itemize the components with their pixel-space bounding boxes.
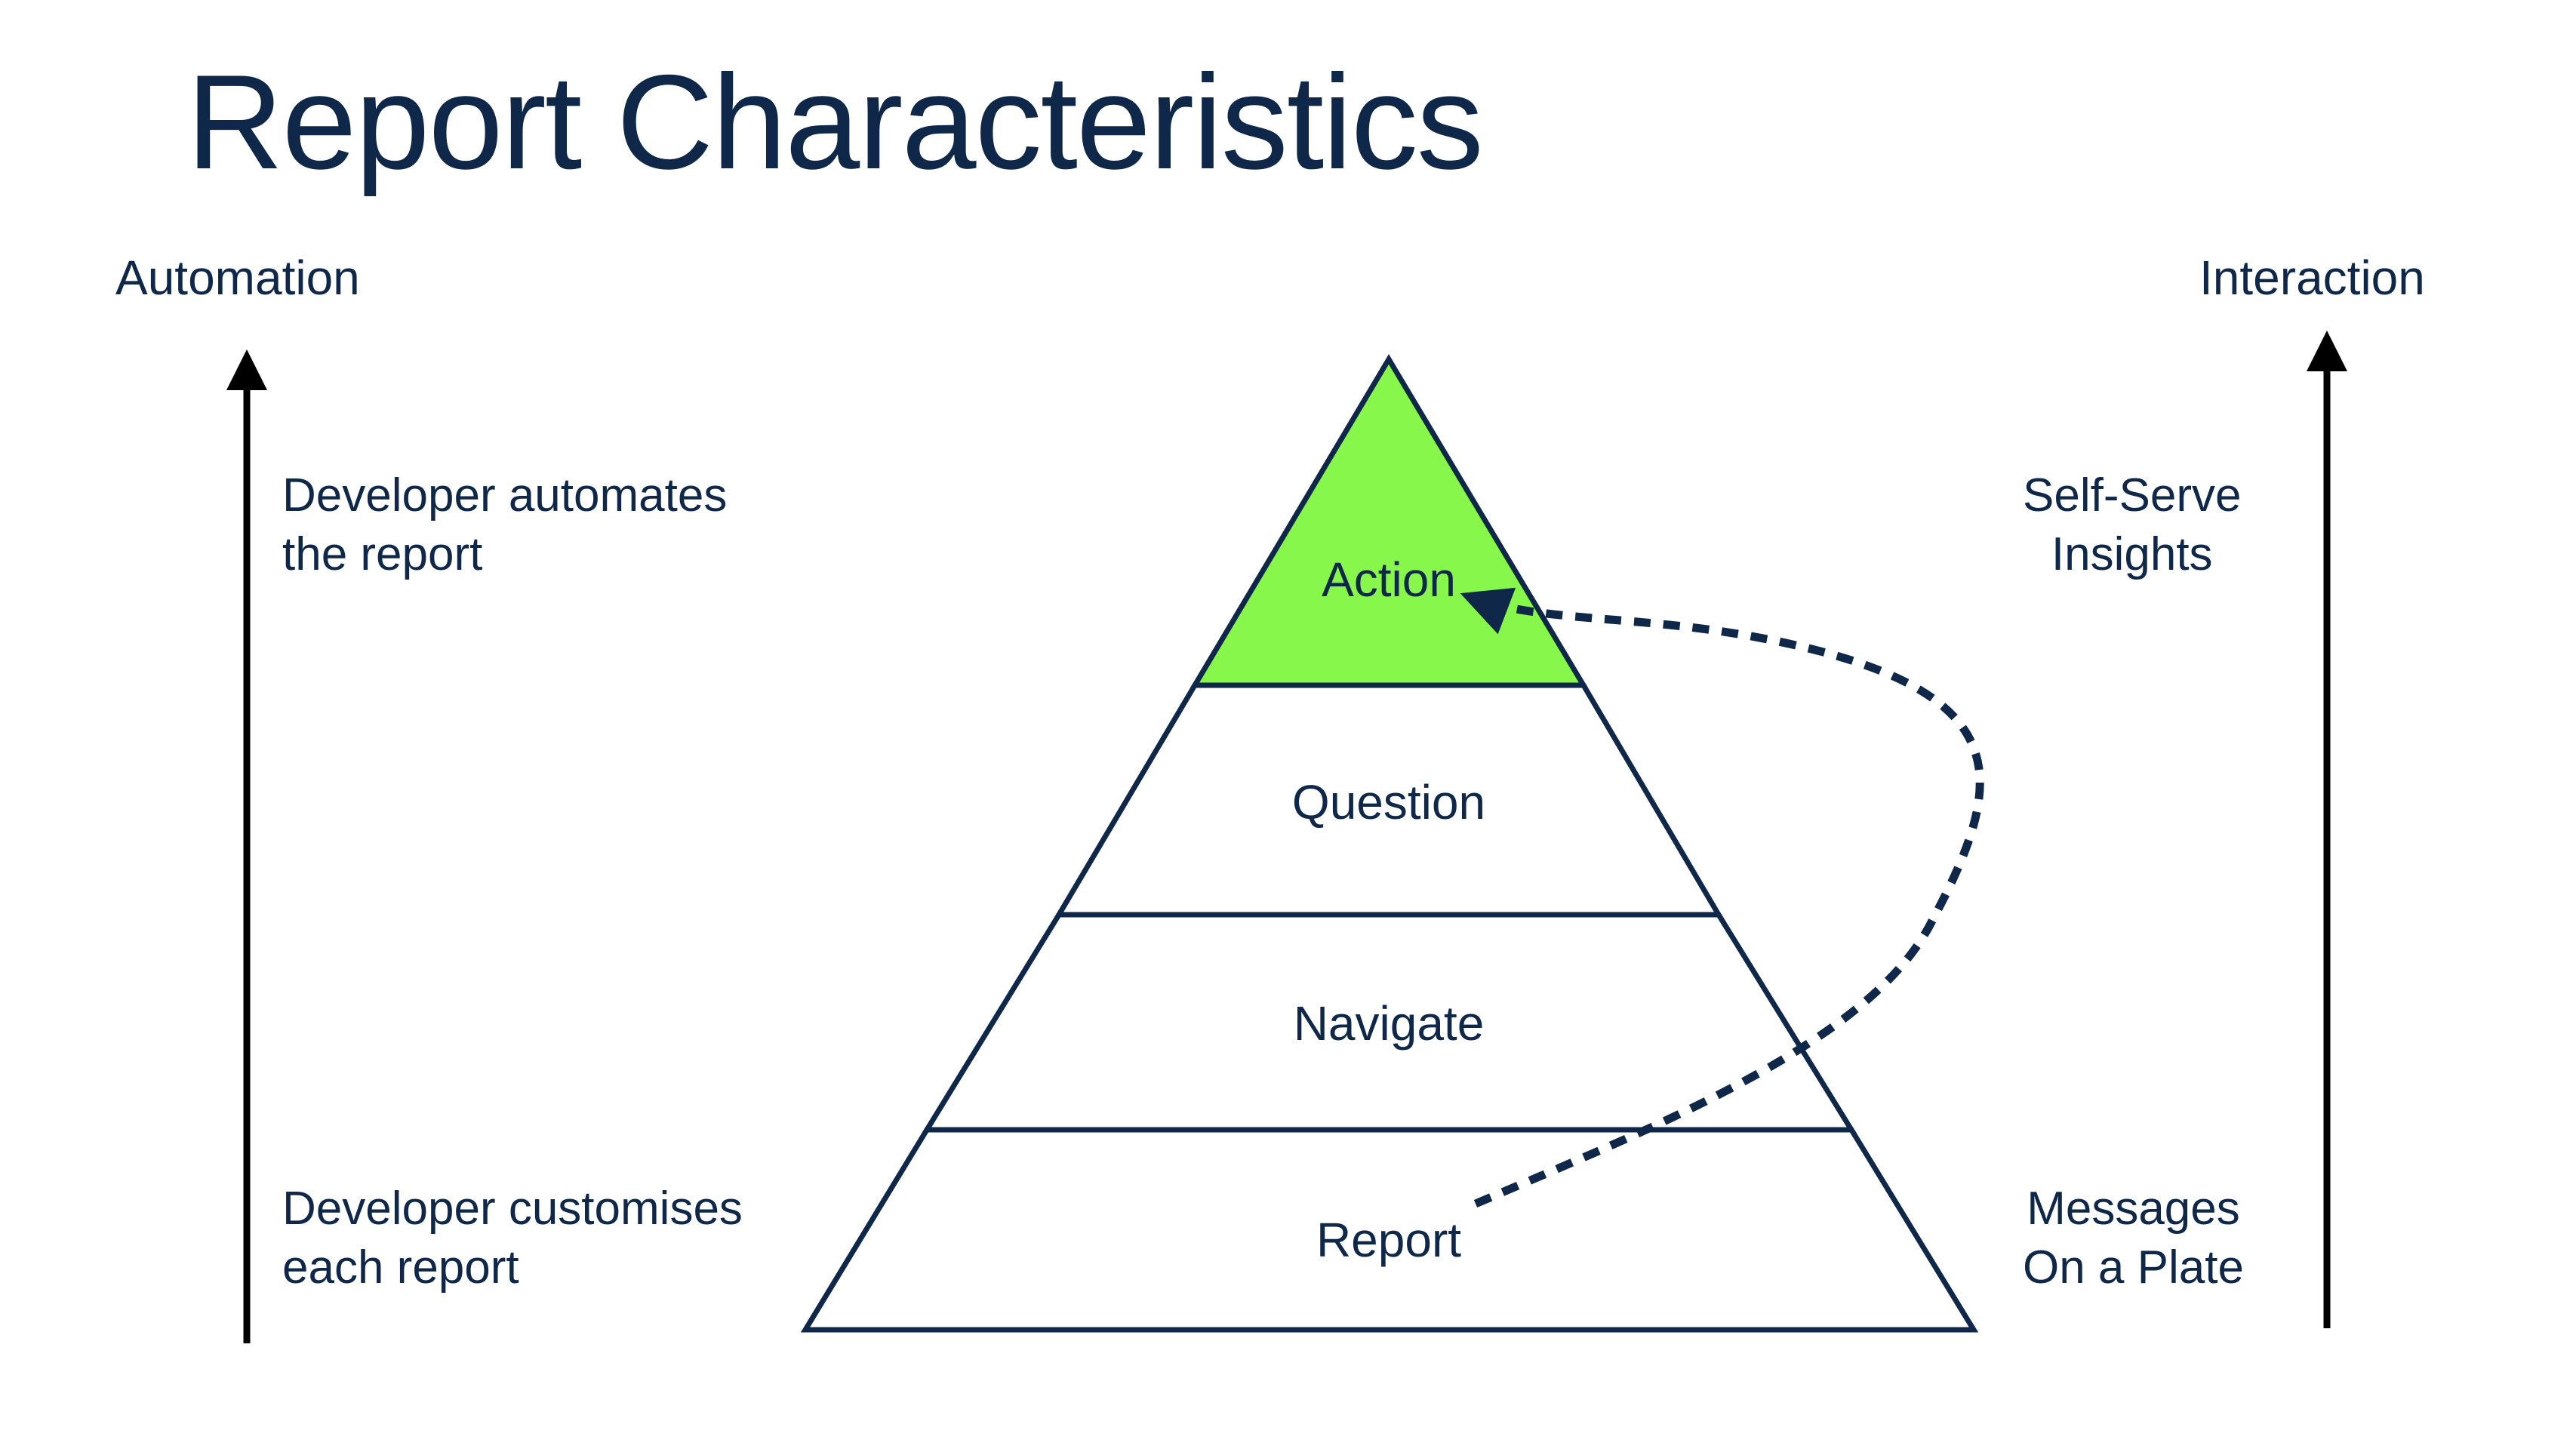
tier-label-question: Question [1292, 775, 1485, 829]
interaction-axis-label: Interaction [2199, 251, 2425, 305]
interaction-top-note-line-1: Self-Serve [2023, 469, 2242, 521]
slide-title: Report Characteristics [186, 47, 1484, 197]
automation-bottom-note-line-2: each report [282, 1241, 519, 1294]
interaction-top-note: Self-Serve Insights [2023, 466, 2241, 584]
report-to-action-dashed-arrow [1460, 587, 1984, 1208]
interaction-bottom-note: Messages On a Plate [2023, 1180, 2244, 1297]
pyramid [800, 354, 1979, 1333]
automation-top-note: Developer automates the report [282, 466, 727, 584]
tier-label-navigate: Navigate [1294, 996, 1485, 1051]
pyramid-tier-report [800, 1127, 1979, 1333]
automation-bottom-note-line-1: Developer customises [282, 1183, 743, 1235]
interaction-bottom-note-line-1: Messages [2027, 1183, 2240, 1235]
tier-label-action: Action [1322, 552, 1456, 607]
automation-top-note-line-1: Developer automates [282, 469, 728, 521]
interaction-bottom-note-line-2: On a Plate [2023, 1241, 2244, 1294]
tier-label-report: Report [1316, 1213, 1461, 1267]
interaction-top-note-line-2: Insights [2051, 528, 2213, 580]
automation-axis-label: Automation [115, 251, 360, 305]
automation-top-note-line-2: the report [282, 528, 483, 580]
automation-bottom-note: Developer customises each report [282, 1180, 743, 1297]
pyramid-tier-action [1190, 354, 1589, 688]
